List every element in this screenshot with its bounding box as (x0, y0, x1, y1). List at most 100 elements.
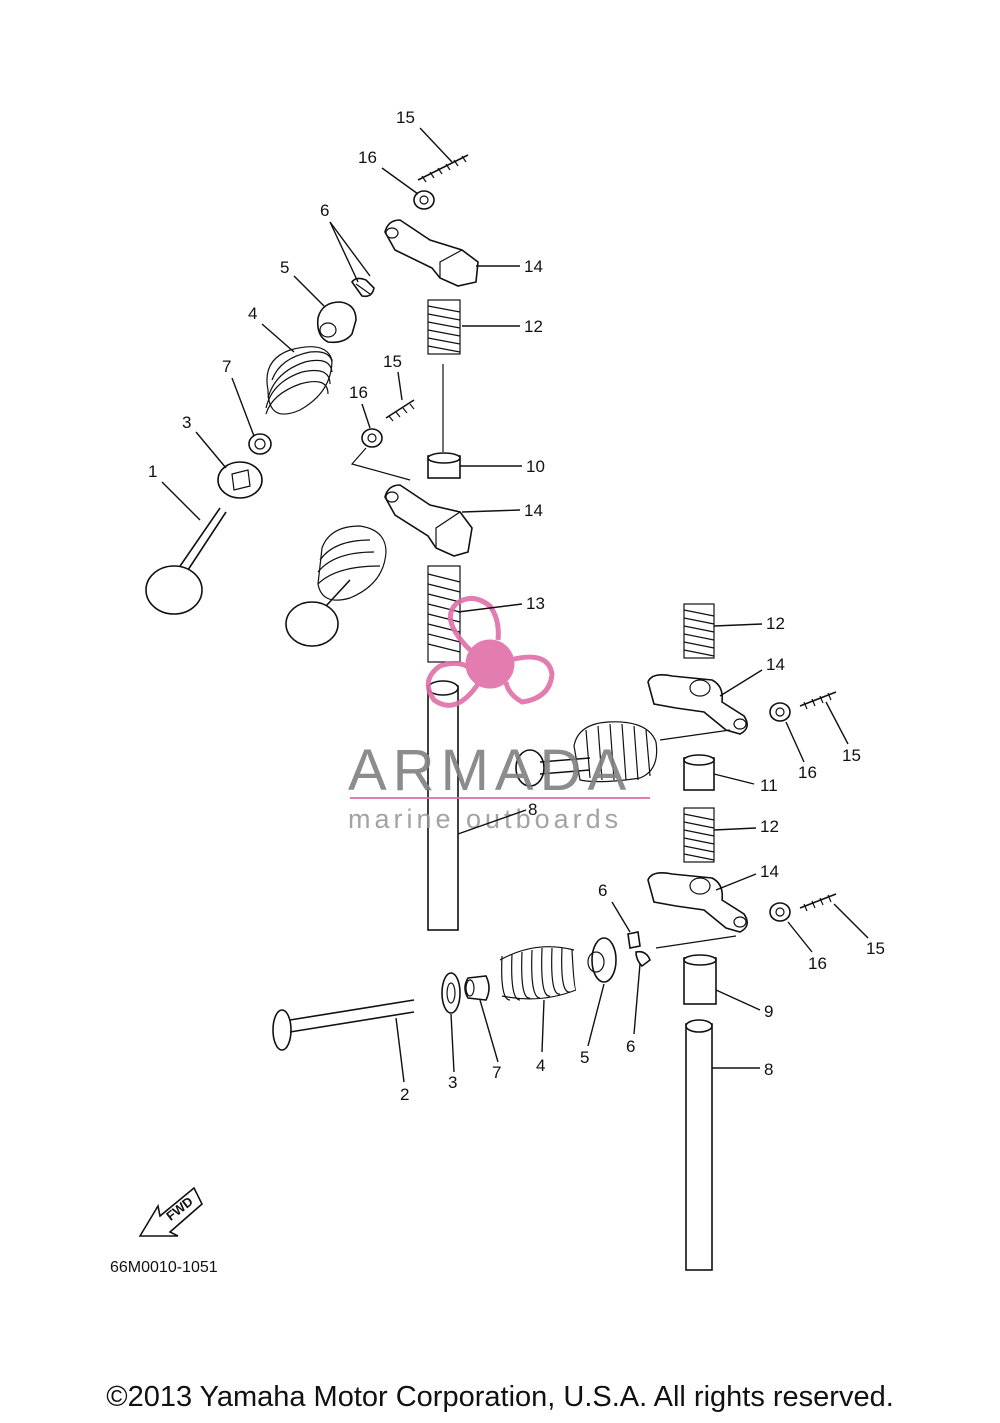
assembled-valve-right (515, 721, 658, 787)
leader-line (611, 901, 631, 933)
adjusting-screw-mid (385, 399, 415, 422)
callout-c12c: 12 (713, 817, 779, 836)
callout-c2: 2 (395, 1017, 409, 1104)
callout-c8a: 8 (457, 800, 537, 835)
part-number-label: 13 (526, 594, 545, 613)
leader-line (397, 371, 403, 401)
rocker-arm-mid (384, 484, 473, 557)
valve-spring-bottom (499, 946, 577, 1001)
part-number-label: 12 (524, 317, 543, 336)
callout-c11: 11 (713, 773, 778, 795)
part-number-label: 2 (400, 1085, 409, 1104)
part-number-label: 11 (760, 776, 778, 795)
leader-line (715, 873, 757, 891)
part-number-label: 16 (358, 148, 377, 167)
callout-c15b: 15 (383, 352, 403, 401)
pushrod-spring-top (427, 299, 461, 355)
rocker-arm-right-lower (647, 872, 748, 933)
leader-line (293, 275, 325, 307)
part-number-label: 16 (798, 763, 817, 782)
leader-line (713, 827, 757, 831)
pushrod-spring-long (427, 565, 461, 663)
part-number-label: 14 (760, 862, 779, 881)
callout-c15c: 15 (825, 701, 861, 765)
pushrod-spring-right-lower (683, 807, 715, 863)
part-number-label: 1 (148, 462, 157, 481)
part-number-label: 12 (760, 817, 779, 836)
callout-c12a: 12 (462, 317, 543, 336)
leader-line (479, 999, 499, 1063)
part-number-label: 14 (766, 655, 785, 674)
part-number-label: 16 (808, 954, 827, 973)
stem-seal-top (248, 433, 272, 455)
part-number-label: 6 (320, 201, 329, 220)
leader-line (231, 377, 255, 437)
part-number-label: 9 (764, 1002, 773, 1021)
propeller-logo-icon (425, 596, 555, 708)
collar (427, 452, 461, 479)
callout-c4a: 4 (248, 304, 295, 353)
part-number-label: 15 (383, 352, 402, 371)
adjusting-screw-top (417, 154, 469, 183)
part-number-label: 12 (766, 614, 785, 633)
leader-line (329, 221, 359, 283)
part-number-label: 4 (536, 1056, 545, 1075)
locknut-mid (361, 428, 383, 448)
rocker-arm-top (384, 219, 479, 287)
callout-c14c: 14 (719, 655, 785, 697)
part-number-label: 4 (248, 304, 257, 323)
leader-line (713, 623, 763, 627)
part-number-label: 3 (448, 1073, 457, 1092)
callout-c15d: 15 (833, 903, 885, 958)
callout-c10: 10 (460, 457, 545, 476)
leader-line (833, 903, 869, 939)
part-number-label: 6 (626, 1037, 635, 1056)
leader-line (381, 167, 419, 195)
part-number-label: 15 (396, 108, 415, 127)
leader-line (715, 989, 761, 1011)
locknut-right-upper (769, 702, 791, 722)
pushrod-right (685, 1019, 713, 1271)
valve-cotter-bottom (627, 931, 651, 968)
leader-line (450, 1013, 455, 1073)
callout-c7b: 7 (479, 999, 501, 1082)
rocker-arm-right-upper (647, 674, 748, 735)
callout-c14b: 14 (461, 501, 543, 520)
callout-c14a: 14 (476, 257, 543, 276)
leader-line (361, 403, 371, 429)
part-number-label: 16 (349, 383, 368, 402)
part-number-label: 5 (280, 258, 289, 277)
callout-labels: 15 16 6 14 5 12 4 15 7 16 3 10 1 14 13 12 14 15 16 11 8 12 14 6… (148, 108, 885, 1104)
leader-line (161, 481, 201, 521)
callout-c16b: 16 (349, 383, 371, 429)
callout-c5b: 5 (580, 983, 605, 1067)
callout-c13: 13 (457, 594, 545, 613)
part-number-label: 10 (526, 457, 545, 476)
callout-c6b: 6 (598, 881, 631, 933)
leader-line (195, 431, 227, 469)
adjusting-screw-right-upper (799, 691, 837, 710)
leader-line (461, 509, 521, 513)
part-number-label: 8 (528, 800, 537, 819)
callout-c6a: 6 (320, 201, 371, 283)
callout-c4b: 4 (536, 999, 545, 1075)
part-number-label: 6 (598, 881, 607, 900)
callout-c15a: 15 (396, 108, 453, 163)
part-number-label: 15 (842, 746, 861, 765)
callout-c7a: 7 (222, 357, 255, 437)
parts-drawings: FWD (138, 154, 837, 1271)
callout-c16c: 16 (785, 721, 817, 782)
leader-line (633, 963, 641, 1035)
pushrod-left (427, 680, 459, 931)
spring-seat-bottom (441, 972, 461, 1014)
leader-line (329, 221, 371, 277)
callout-c16d: 16 (787, 921, 827, 973)
callout-c6c: 6 (626, 963, 641, 1056)
part-number-label: 7 (492, 1063, 501, 1082)
spring-retainer-top (316, 301, 357, 344)
part-number-label: 7 (222, 357, 231, 376)
part-number-label: 15 (866, 939, 885, 958)
leader-line (785, 721, 805, 763)
part-number-label: 8 (764, 1060, 773, 1079)
